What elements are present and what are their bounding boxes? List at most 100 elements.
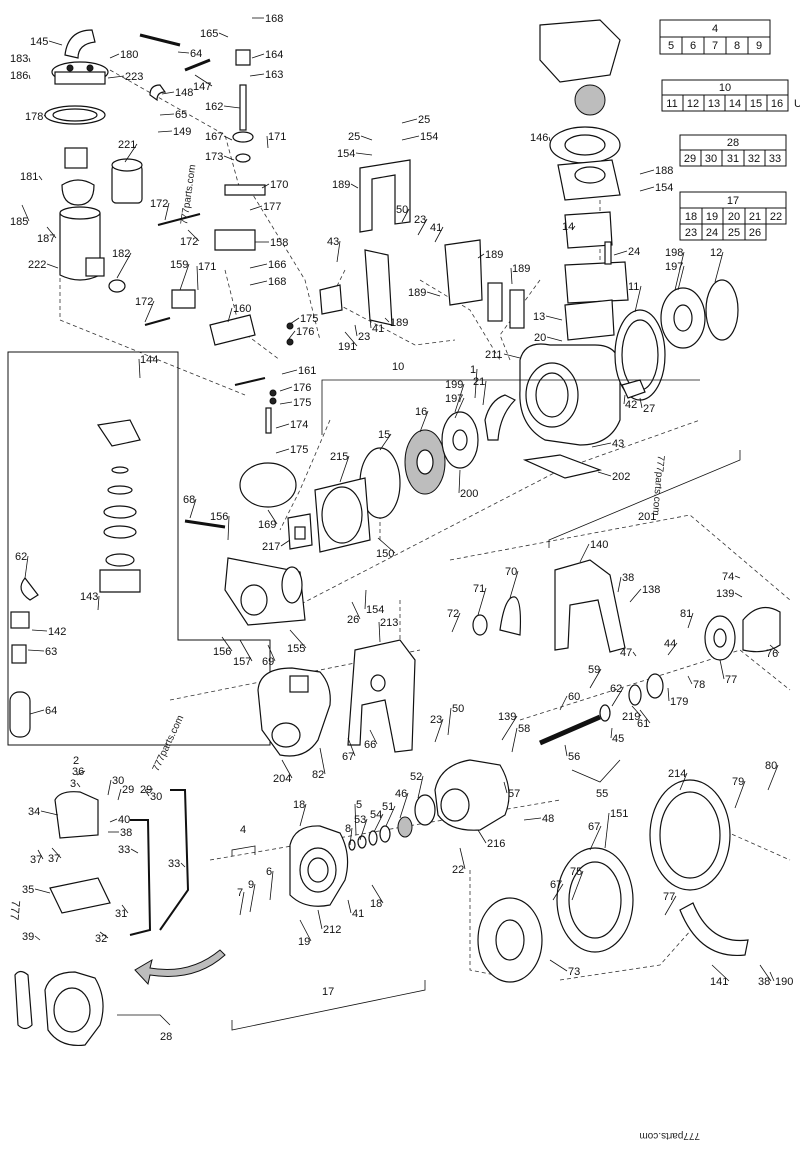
leader-line bbox=[269, 870, 274, 901]
part-number-label: 19 bbox=[298, 936, 310, 948]
filter-tube bbox=[9, 691, 31, 738]
part-number-label: 187 bbox=[37, 233, 55, 245]
part-number-label: 204 bbox=[273, 773, 291, 785]
part-number-label: 211 bbox=[485, 349, 503, 361]
leader-line bbox=[164, 202, 170, 221]
part-number-label: 190 bbox=[775, 976, 793, 988]
leader-line bbox=[339, 455, 350, 483]
leader-line bbox=[218, 32, 229, 38]
leader-line bbox=[759, 964, 772, 982]
leader-line bbox=[194, 74, 213, 87]
part-number-label: 4 bbox=[240, 824, 246, 836]
part-number-label: 16 bbox=[415, 406, 427, 418]
leader-line bbox=[223, 135, 233, 141]
leader-line bbox=[187, 229, 200, 242]
leader-line bbox=[76, 782, 81, 788]
part-number-label: 201 bbox=[638, 511, 656, 523]
leader-line bbox=[377, 537, 396, 554]
part-number-label: 222 bbox=[28, 259, 46, 271]
part-number-label: 50 bbox=[452, 703, 464, 715]
part-number-label: 171 bbox=[268, 131, 286, 143]
leader-line bbox=[434, 718, 444, 743]
part-number-label: 168 bbox=[268, 276, 286, 288]
part-number-label: 59 bbox=[588, 664, 600, 676]
leader-line bbox=[359, 818, 368, 841]
leader-line bbox=[275, 423, 290, 429]
leader-line bbox=[239, 639, 253, 662]
leader-line bbox=[447, 707, 452, 736]
leader-line bbox=[28, 74, 31, 80]
leader-line bbox=[299, 803, 307, 827]
part-number-label: 139 bbox=[498, 711, 516, 723]
leader-line bbox=[734, 575, 741, 579]
leader-line bbox=[613, 250, 628, 256]
leader-line bbox=[117, 788, 122, 801]
part-number-label: 68 bbox=[183, 494, 195, 506]
leader-line bbox=[76, 770, 86, 776]
part-number-label: 42 bbox=[625, 399, 637, 411]
leader-line bbox=[451, 612, 461, 633]
watermark: 777parts.com bbox=[151, 714, 187, 774]
part-number-label: 189 bbox=[512, 263, 530, 275]
part-number-label: 191 bbox=[338, 341, 356, 353]
part-number-label: 67 bbox=[588, 821, 600, 833]
part-number-label: 75 bbox=[570, 866, 582, 878]
group-table-10-item: 14 bbox=[729, 98, 741, 110]
check-valve-body bbox=[96, 419, 141, 447]
part-number-label: 7 bbox=[237, 887, 243, 899]
part-number-label: 13 bbox=[533, 311, 545, 323]
part-number-label: 14 bbox=[562, 221, 574, 233]
leader-line bbox=[664, 895, 677, 916]
part-number-label: 170 bbox=[270, 179, 288, 191]
leader-line bbox=[434, 226, 444, 243]
group-table-17-item: 23 bbox=[685, 227, 697, 239]
leader-line bbox=[552, 883, 564, 901]
leader-line bbox=[266, 135, 269, 149]
leader-line bbox=[355, 152, 373, 156]
leader-line bbox=[249, 73, 265, 77]
leader-line bbox=[97, 595, 100, 611]
leader-line bbox=[196, 265, 199, 291]
part-number-label: 28 bbox=[160, 1031, 172, 1043]
group-table-4-item: 9 bbox=[756, 40, 762, 52]
leader-line bbox=[37, 849, 44, 860]
leader-line bbox=[687, 612, 694, 629]
part-number-label: 47 bbox=[620, 647, 632, 659]
leader-line bbox=[179, 263, 190, 291]
part-number-label: 147 bbox=[193, 81, 211, 93]
part-number-label: 65 bbox=[175, 109, 187, 121]
clamp-band bbox=[679, 902, 749, 957]
part-number-label: 53 bbox=[354, 814, 366, 826]
part-number-label: 39 bbox=[22, 931, 34, 943]
leader-line bbox=[482, 380, 487, 406]
part-number-label: 17 bbox=[322, 986, 334, 998]
leader-line bbox=[523, 817, 542, 821]
drive-belt bbox=[499, 596, 522, 636]
base-plate bbox=[522, 454, 603, 479]
leader-line bbox=[634, 285, 642, 313]
leader-line bbox=[34, 888, 51, 894]
part-number-label: 64 bbox=[45, 705, 57, 717]
leader-line bbox=[369, 729, 378, 745]
leader-line bbox=[769, 971, 775, 982]
part-number-label: 151 bbox=[610, 808, 628, 820]
part-number-label: 161 bbox=[298, 365, 316, 377]
part-number-label: 216 bbox=[487, 838, 505, 850]
part-number-label: 200 bbox=[460, 488, 478, 500]
leader-line bbox=[611, 687, 624, 707]
leader-line bbox=[351, 601, 361, 620]
leader-line bbox=[144, 300, 155, 323]
part-number-label: 45 bbox=[612, 733, 624, 745]
leader-line bbox=[109, 818, 118, 823]
part-number-label: 73 bbox=[568, 966, 580, 978]
part-number-label: 145 bbox=[30, 36, 48, 48]
group-table-28-item: 29 bbox=[684, 153, 696, 165]
part-number-label: 163 bbox=[265, 69, 283, 81]
group-table-10-item: 13 bbox=[708, 98, 720, 110]
leader-line bbox=[138, 358, 141, 379]
leader-line bbox=[27, 649, 45, 652]
part-number-label: 80 bbox=[765, 760, 777, 772]
part-number-label: 43 bbox=[612, 438, 624, 450]
